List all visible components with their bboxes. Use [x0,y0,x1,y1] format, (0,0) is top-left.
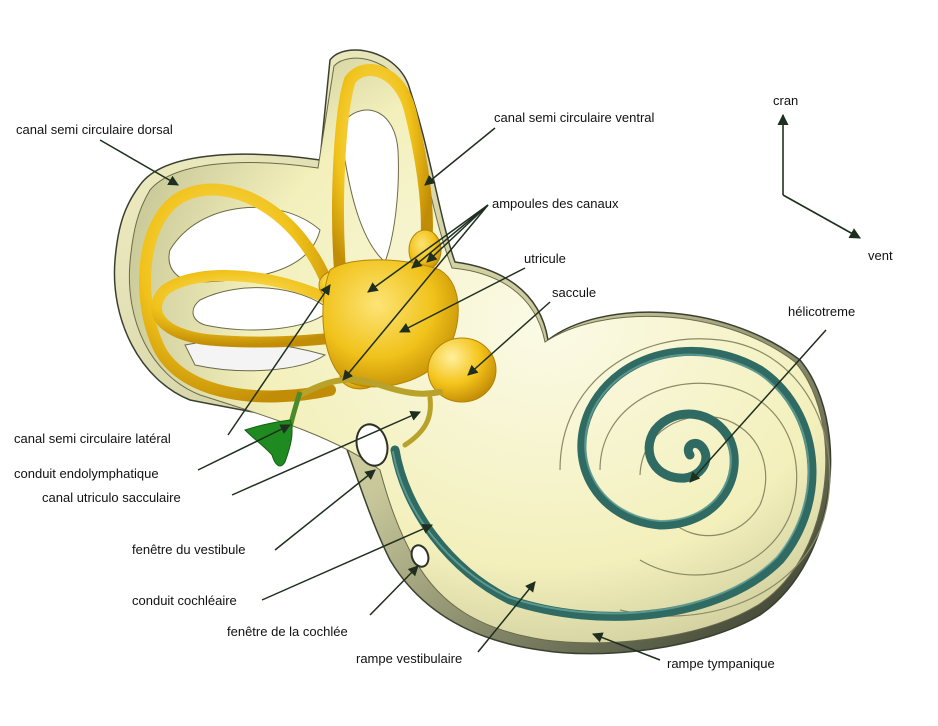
orientation-right-label: vent [868,248,893,263]
cochlea-window [410,544,430,568]
labels: canal semi circulaire dorsal canal semi … [14,110,855,671]
label-scala-tympani: rampe tympanique [667,656,775,671]
label-helicotrema: hélicotreme [788,304,855,319]
leader-lines [99,127,827,661]
vestibule-window [355,423,389,467]
cochlear-duct-highlight [392,353,810,615]
saccule [427,337,497,403]
label-cochlea-window: fenêtre de la cochlée [227,624,348,639]
orientation-indicator: cran vent [773,93,893,263]
label-dorsal-canal: canal semi circulaire dorsal [16,122,173,137]
label-ventral-canal: canal semi circulaire ventral [494,110,655,125]
cochlea-bony-coil [559,338,831,617]
label-lateral-canal: canal semi circulaire latéral [14,431,171,446]
utriculo-saccular-canal [297,376,443,398]
label-scala-vestibuli: rampe vestibulaire [356,651,462,666]
membranous-canals [139,64,433,403]
label-vestibule-window: fenêtre du vestibule [132,542,245,557]
label-ampullae: ampoules des canaux [492,196,619,211]
orientation-up-label: cran [773,93,798,108]
label-endolymphatic-duct: conduit endolymphatique [14,466,159,481]
label-saccule: saccule [552,285,596,300]
label-utriculo-saccular-canal: canal utriculo sacculaire [42,490,181,505]
connecting-duct [402,395,433,448]
cochlear-duct [390,346,817,621]
label-utricle: utricule [524,251,566,266]
label-cochlear-duct: conduit cochléaire [132,593,237,608]
